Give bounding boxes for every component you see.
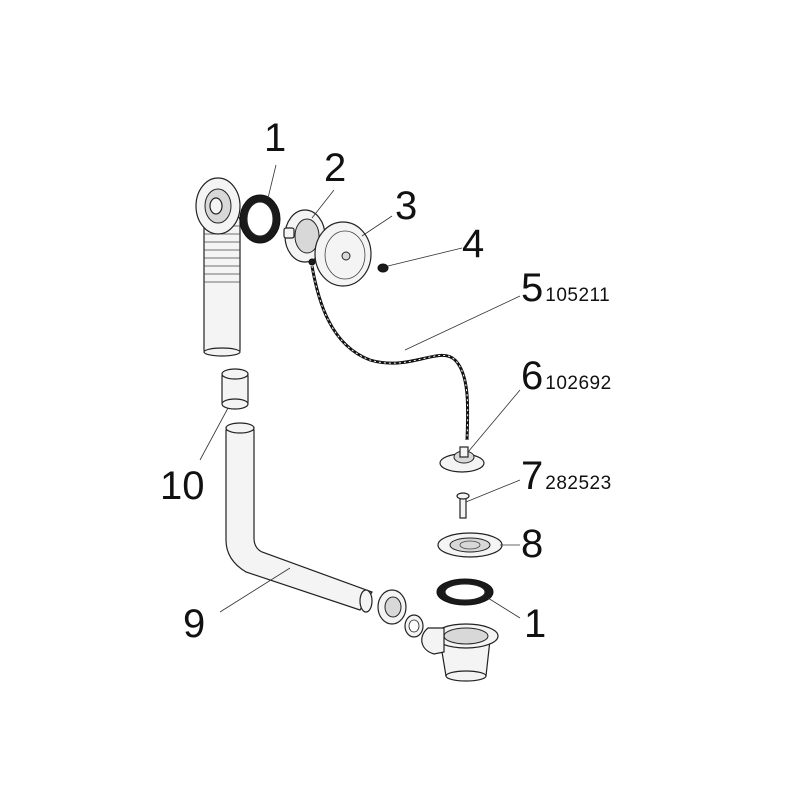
part-code: 282523 <box>545 473 612 494</box>
gasket-bottom-part <box>436 578 494 606</box>
callout-1-top: 1 <box>264 118 286 158</box>
overflow-elbow-part <box>195 177 241 357</box>
union-nut-part <box>377 589 407 625</box>
screw-part <box>377 263 389 273</box>
callout-number: 7 <box>521 454 544 498</box>
callout-number: 2 <box>324 146 347 190</box>
leader-lines <box>199 164 521 619</box>
callout-9: 9 <box>183 604 205 644</box>
gasket-top-part <box>239 194 281 244</box>
callout-number: 4 <box>462 222 485 266</box>
cover-plate-part <box>314 221 372 287</box>
callout-8: 8 <box>521 524 543 564</box>
overflow-flange-part <box>283 209 326 266</box>
sleeve-part <box>221 368 249 410</box>
compression-ring-part <box>404 614 424 638</box>
drain-body-part <box>421 623 499 682</box>
callout-number: 3 <box>395 184 418 228</box>
strainer-part <box>437 532 503 558</box>
callout-1-bottom: 1 <box>524 604 546 644</box>
callout-4: 4 <box>462 224 484 264</box>
part-code: 105211 <box>545 285 611 306</box>
bent-pipe-part <box>225 422 373 613</box>
callout-3: 3 <box>395 186 417 226</box>
callout-number: 1 <box>524 602 547 646</box>
part-code: 102692 <box>545 373 612 394</box>
callout-number: 5 <box>521 266 544 310</box>
callout-number: 9 <box>183 602 206 646</box>
callout-number: 6 <box>521 354 544 398</box>
callout-number: 10 <box>160 464 205 508</box>
callout-10: 10 <box>160 466 205 506</box>
callout-2: 2 <box>324 148 346 188</box>
bowden-cable-part <box>310 265 470 441</box>
long-screw-part <box>456 492 470 519</box>
plug-head-part <box>439 446 485 473</box>
callout-number: 1 <box>264 116 287 160</box>
callout-number: 8 <box>521 522 544 566</box>
